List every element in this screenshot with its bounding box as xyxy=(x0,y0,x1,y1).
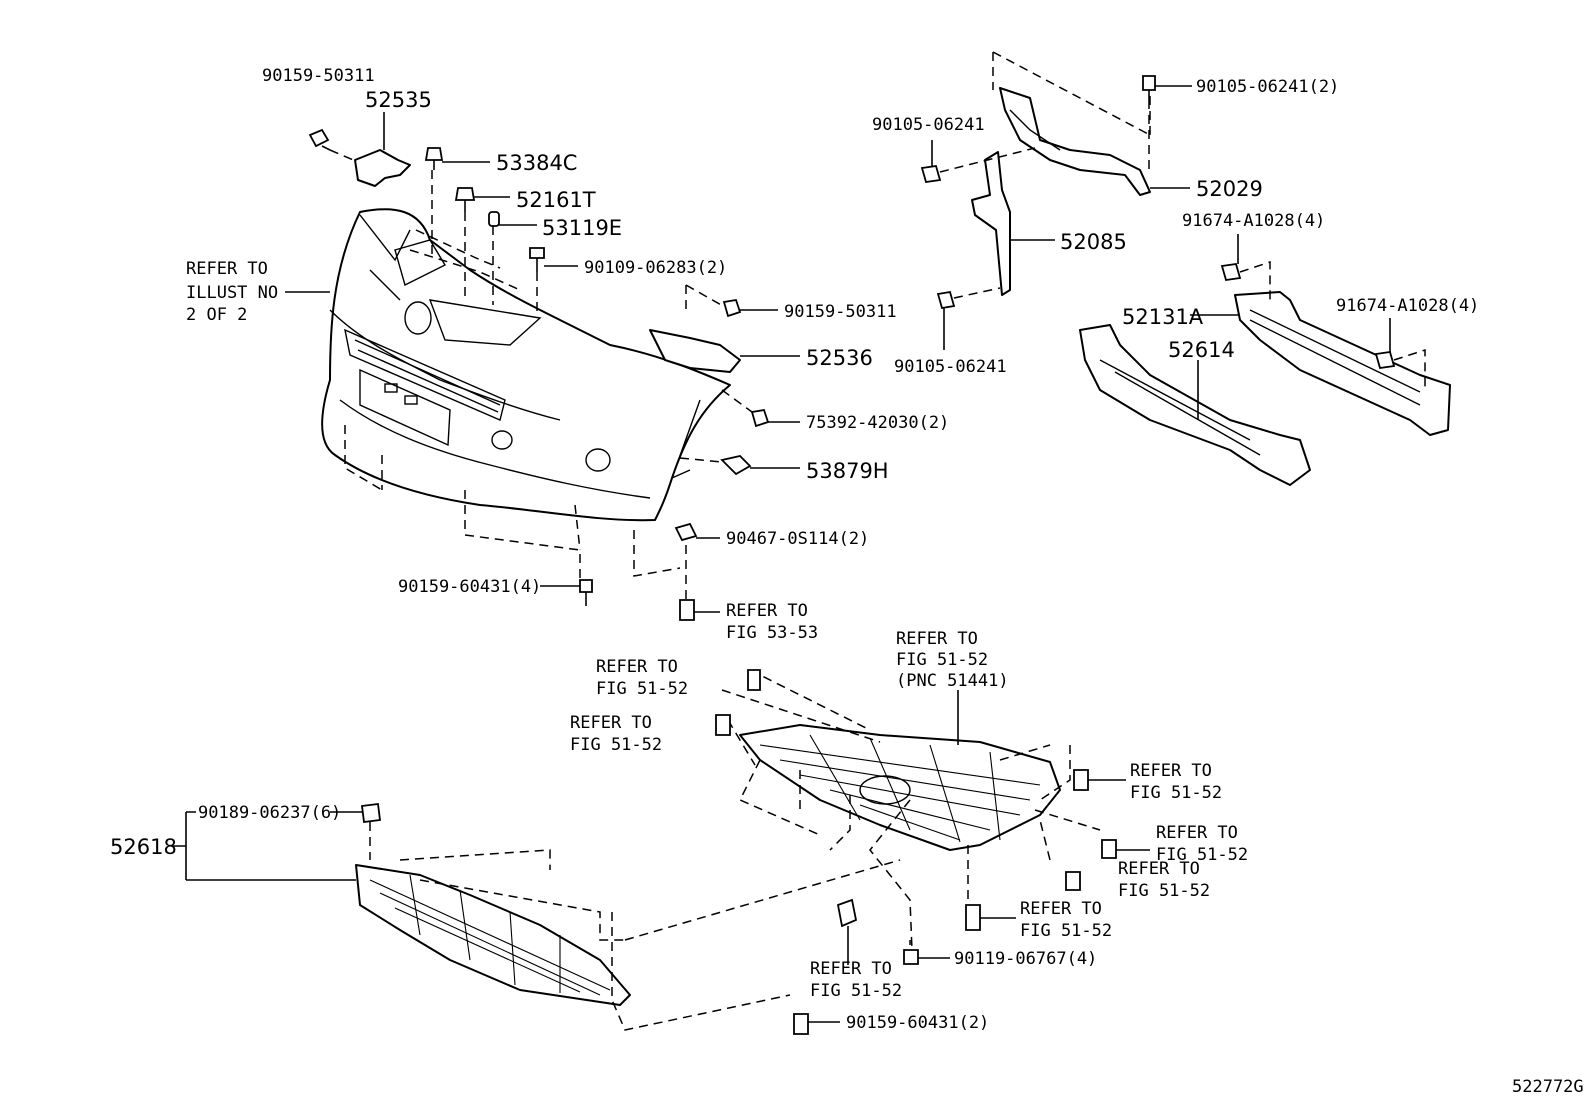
label-90105-06241-a: 90105-06241 xyxy=(872,115,985,135)
label-52536: 52536 xyxy=(806,346,873,370)
refer-illust-line-3: 2 OF 2 xyxy=(186,305,247,325)
label-90109-06283: 90109-06283(2) xyxy=(584,258,727,278)
engine-under-cover xyxy=(739,690,1061,851)
clip-53384C xyxy=(424,147,490,260)
label-52618: 52618 xyxy=(110,835,177,859)
refer-illust-line-1: REFER TO xyxy=(186,259,268,279)
clip-refer-51-52-g xyxy=(836,898,858,965)
refer-fig-pnc-line-3: (PNC 51441) xyxy=(896,671,1009,691)
clip-52161T xyxy=(454,187,510,300)
refer-fig-51-52-c-line-1: REFER TO xyxy=(1130,761,1212,781)
refer-fig-53-53-line-1: REFER TO xyxy=(726,601,808,621)
clip-53119E xyxy=(488,211,537,305)
label-53384C: 53384C xyxy=(496,151,577,175)
label-53879H: 53879H xyxy=(806,459,889,483)
bumper-arm-52029 xyxy=(992,51,1190,196)
bolt-90119-06767 xyxy=(903,949,950,965)
refer-fig-pnc-line-2: FIG 51-52 xyxy=(896,650,988,670)
refer-fig-51-52-d-line-2: FIG 51-52 xyxy=(1156,845,1248,865)
refer-fig-51-52-e-line-2: FIG 51-52 xyxy=(1118,881,1210,901)
refer-fig-51-52-e-line-1: REFER TO xyxy=(1118,859,1200,879)
label-90105-06241-2: 90105-06241(2) xyxy=(1196,77,1339,97)
label-90119-06767: 90119-06767(4) xyxy=(954,949,1097,969)
bolt-91674-A1028-right xyxy=(1374,318,1426,390)
bolt-refer-51-52-f xyxy=(965,904,1016,931)
bolt-91674-A1028-top xyxy=(1220,234,1271,305)
bolt-90159-60431-4 xyxy=(344,425,593,606)
label-90189-06237: 90189-06237(6) xyxy=(198,803,341,823)
label-90159-50311-mid: 90159-50311 xyxy=(784,302,897,322)
refer-fig-51-52-d-line-1: REFER TO xyxy=(1156,823,1238,843)
front-bumper-cover xyxy=(321,208,731,522)
bolt-90109-06283 xyxy=(529,247,578,312)
bolt-90105-06241-2 xyxy=(1142,75,1192,170)
bracket-52535 xyxy=(354,112,411,187)
bracket-52085 xyxy=(971,151,1055,296)
nut-90467-0S114 xyxy=(633,522,720,600)
refer-fig-51-52-f-line-1: REFER TO xyxy=(1020,899,1102,919)
refer-fig-pnc-line-1: REFER TO xyxy=(896,629,978,649)
refer-illust-line-2: ILLUST NO xyxy=(186,283,278,303)
label-90159-50311-top: 90159-50311 xyxy=(262,66,375,86)
clip-refer-51-52-c xyxy=(1073,769,1126,791)
label-52161T: 52161T xyxy=(516,188,596,212)
bolt-90159-60431-2 xyxy=(793,1013,840,1035)
label-52029: 52029 xyxy=(1196,177,1263,201)
lower-spoiler-52618 xyxy=(355,864,631,1006)
label-91674-A1028-right: 91674-A1028(4) xyxy=(1336,296,1479,316)
label-53119E: 53119E xyxy=(542,216,622,240)
refer-fig-51-52-g-line-2: FIG 51-52 xyxy=(810,981,902,1001)
label-52131A: 52131A xyxy=(1122,305,1204,329)
catalog-code: 522772G xyxy=(1512,1077,1584,1097)
refer-fig-51-52-g-line-1: REFER TO xyxy=(810,959,892,979)
bolt-refer-53-53 xyxy=(679,599,720,621)
label-90159-60431-2: 90159-60431(2) xyxy=(846,1013,989,1033)
refer-fig-51-52-a-line-1: REFER TO xyxy=(596,657,678,677)
clip-refer-51-52-e xyxy=(1065,871,1081,891)
refer-fig-51-52-b-line-2: FIG 51-52 xyxy=(570,735,662,755)
label-91674-A1028-top: 91674-A1028(4) xyxy=(1182,211,1325,231)
clip-53879H xyxy=(679,455,800,476)
screw-75392-42030 xyxy=(721,389,800,428)
absorber-52614 xyxy=(1079,324,1311,486)
label-90105-06241-b: 90105-06241 xyxy=(894,357,1007,377)
refer-fig-51-52-a-line-2: FIG 51-52 xyxy=(596,679,688,699)
label-52614: 52614 xyxy=(1168,338,1235,362)
label-52535: 52535 xyxy=(365,88,432,112)
bolt-90105-06241-b xyxy=(936,287,1001,350)
label-52085: 52085 xyxy=(1060,230,1127,254)
refer-fig-51-52-b-line-1: REFER TO xyxy=(570,713,652,733)
clip-refer-51-52-d xyxy=(1101,839,1150,859)
bolt-90105-06241-a xyxy=(920,140,1036,184)
clip-refer-51-52-a xyxy=(747,669,761,691)
label-90467-0S114: 90467-0S114(2) xyxy=(726,529,869,549)
bracket-52536 xyxy=(649,284,800,373)
label-75392-42030: 75392-42030(2) xyxy=(806,413,949,433)
clip-refer-51-52-b xyxy=(715,714,731,736)
reinforcement-52131A xyxy=(1190,291,1451,436)
refer-fig-51-52-f-line-2: FIG 51-52 xyxy=(1020,921,1112,941)
clip-90189-06237 xyxy=(330,802,382,824)
label-90159-60431-4: 90159-60431(4) xyxy=(398,577,541,597)
bracket-52618 xyxy=(172,811,356,881)
bolt-90159-50311-mid xyxy=(722,298,778,318)
refer-fig-53-53-line-2: FIG 53-53 xyxy=(726,623,818,643)
refer-fig-51-52-c-line-2: FIG 51-52 xyxy=(1130,783,1222,803)
